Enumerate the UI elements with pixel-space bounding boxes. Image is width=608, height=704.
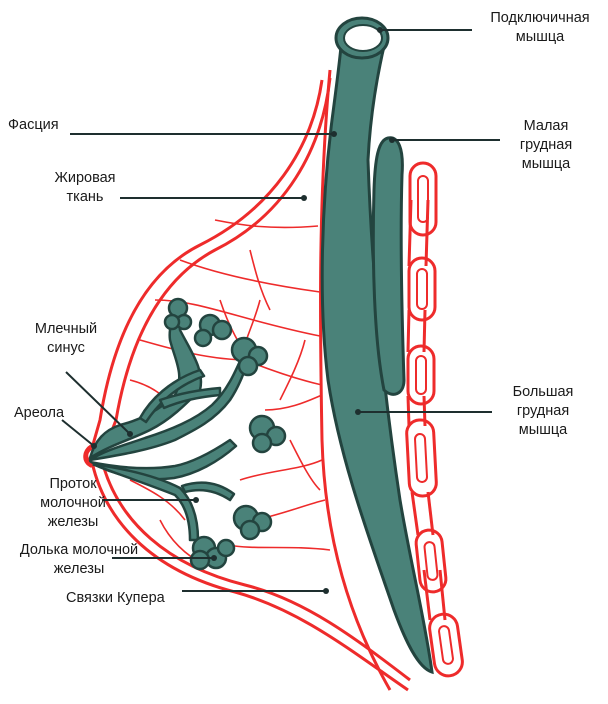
lobule (163, 313, 181, 331)
lobule (239, 519, 261, 541)
label-milk-sinus: Млечный синус (34, 321, 98, 356)
nipple (83, 444, 94, 468)
lobule (211, 319, 233, 341)
label-pectoralis-major: Большая грудная мышца (512, 384, 574, 438)
label-pectoralis-minor: Малая грудная мышца (519, 118, 573, 172)
label-areola: Ареола (14, 405, 65, 421)
label-cooper-ligaments: Связки Купера (66, 590, 165, 606)
label-fascia: Фасция (8, 117, 59, 133)
rib-inner-lines (414, 175, 454, 665)
rib-4 (405, 418, 438, 498)
rib-5 (414, 528, 448, 594)
lobule (251, 432, 273, 454)
lobule (193, 328, 213, 348)
leader-dots (91, 27, 395, 594)
pectoralis-minor-muscle (371, 136, 406, 396)
ribs (405, 161, 464, 678)
subclavian-muscle-inner (343, 24, 383, 52)
rib-2 (407, 256, 437, 322)
rib-6 (428, 612, 464, 678)
label-mammary-lobule: Долька молочной железы (19, 542, 139, 577)
rib-3 (406, 344, 436, 406)
fascia-line (318, 69, 392, 691)
label-mammary-duct: Проток молочной железы (40, 476, 106, 530)
lobule (189, 549, 211, 571)
leader-lines (61, 29, 500, 592)
lobule (216, 538, 236, 558)
lobule (237, 355, 259, 377)
label-subclavian-muscle: Подключичная мышца (490, 10, 590, 45)
label-fat-tissue: Жировая ткань (54, 170, 116, 205)
lobule-clusters (163, 297, 287, 571)
rib-1 (408, 161, 438, 237)
